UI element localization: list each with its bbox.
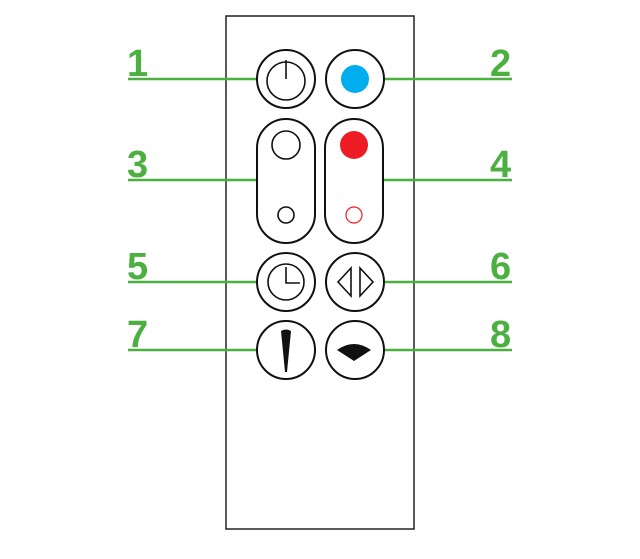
red-small-circle-icon (345, 206, 363, 224)
focused-airflow-button[interactable] (256, 320, 316, 380)
power-button[interactable] (256, 49, 316, 109)
callout-4: 4 (490, 144, 511, 186)
callout-7: 7 (127, 314, 148, 356)
heat-up-down-button[interactable] (324, 118, 384, 244)
large-circle-icon (271, 130, 301, 160)
oscillation-button[interactable] (325, 252, 385, 312)
small-circle-icon (277, 206, 295, 224)
cool-mode-button[interactable] (325, 49, 385, 109)
power-icon (266, 60, 306, 101)
callout-8: 8 (490, 314, 511, 356)
cool-up-down-button[interactable] (256, 118, 316, 244)
callout-1: 1 (127, 43, 148, 85)
timer-button[interactable] (256, 252, 316, 312)
oscillation-icon (336, 265, 375, 299)
red-dot-icon (340, 131, 368, 159)
wide-airflow-icon (337, 344, 371, 361)
callout-5: 5 (127, 246, 148, 288)
callout-2: 2 (490, 43, 511, 85)
callout-3: 3 (127, 144, 148, 186)
timer-icon (267, 263, 305, 301)
callout-6: 6 (490, 246, 511, 288)
focused-airflow-icon (281, 329, 291, 372)
blue-dot-icon (341, 65, 369, 93)
remote-body (225, 15, 415, 530)
wide-airflow-button[interactable] (325, 320, 385, 380)
